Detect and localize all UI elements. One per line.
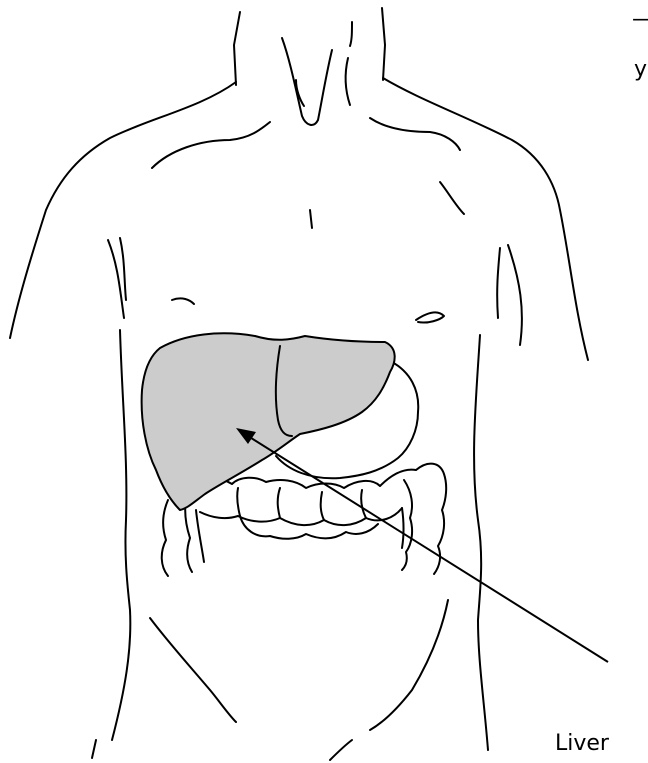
neck-detail bbox=[282, 22, 352, 125]
edge-fragment-2: y bbox=[634, 57, 647, 82]
liver bbox=[142, 333, 395, 510]
liver-shape bbox=[142, 333, 395, 510]
pelvis-outline bbox=[92, 600, 448, 760]
liver-label: Liver bbox=[555, 731, 610, 756]
liver-pointer-arrow bbox=[236, 428, 608, 662]
edge-fragment-1: — bbox=[632, 7, 648, 32]
